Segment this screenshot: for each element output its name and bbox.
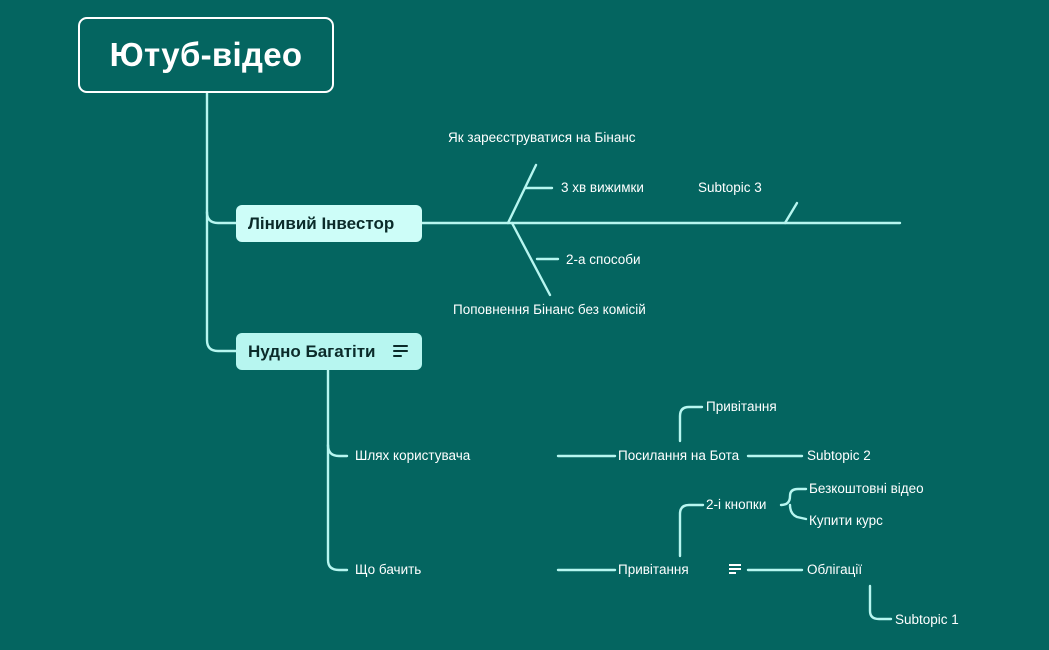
- main-topic-boring-rich[interactable]: Нудно Багатіти: [236, 333, 422, 370]
- subtopic-label[interactable]: Subtopic 1: [895, 612, 959, 627]
- notes-icon[interactable]: [393, 345, 408, 357]
- subtopic-label[interactable]: Що бачить: [355, 562, 422, 577]
- main-topic-lazy-investor[interactable]: Лінивий Інвестор: [236, 205, 422, 242]
- subtopic-label[interactable]: Посилання на Бота: [618, 448, 740, 463]
- subtopic-label[interactable]: Поповнення Бінанс без комісій: [453, 302, 646, 317]
- subtopic-label[interactable]: Шлях користувача: [355, 448, 471, 463]
- main-topic-label: Нудно Багатіти: [248, 341, 376, 361]
- subtopic-label[interactable]: Облігації: [807, 562, 863, 577]
- subtopic-label[interactable]: Як зареєструватися на Бінанс: [448, 130, 636, 145]
- notes-icon[interactable]: [729, 564, 741, 574]
- subtopic-label[interactable]: 2-і кнопки: [706, 497, 767, 512]
- subtopic-label[interactable]: 3 хв вижимки: [561, 180, 644, 195]
- root-topic[interactable]: Ютуб-відео: [78, 17, 334, 93]
- subtopic-label[interactable]: Привітання: [618, 562, 689, 577]
- subtopic-label[interactable]: Subtopic 2: [807, 448, 871, 463]
- main-topic-label: Лінивий Інвестор: [248, 213, 395, 233]
- subtopic-label[interactable]: Безкоштовні відео: [809, 481, 924, 496]
- subtopic-label[interactable]: Subtopic 3: [698, 180, 762, 195]
- subtopic-label[interactable]: Привітання: [706, 399, 777, 414]
- root-title: Ютуб-відео: [109, 36, 303, 73]
- subtopic-label[interactable]: Купити курс: [809, 513, 883, 528]
- subtopic-label[interactable]: 2-а способи: [566, 252, 641, 267]
